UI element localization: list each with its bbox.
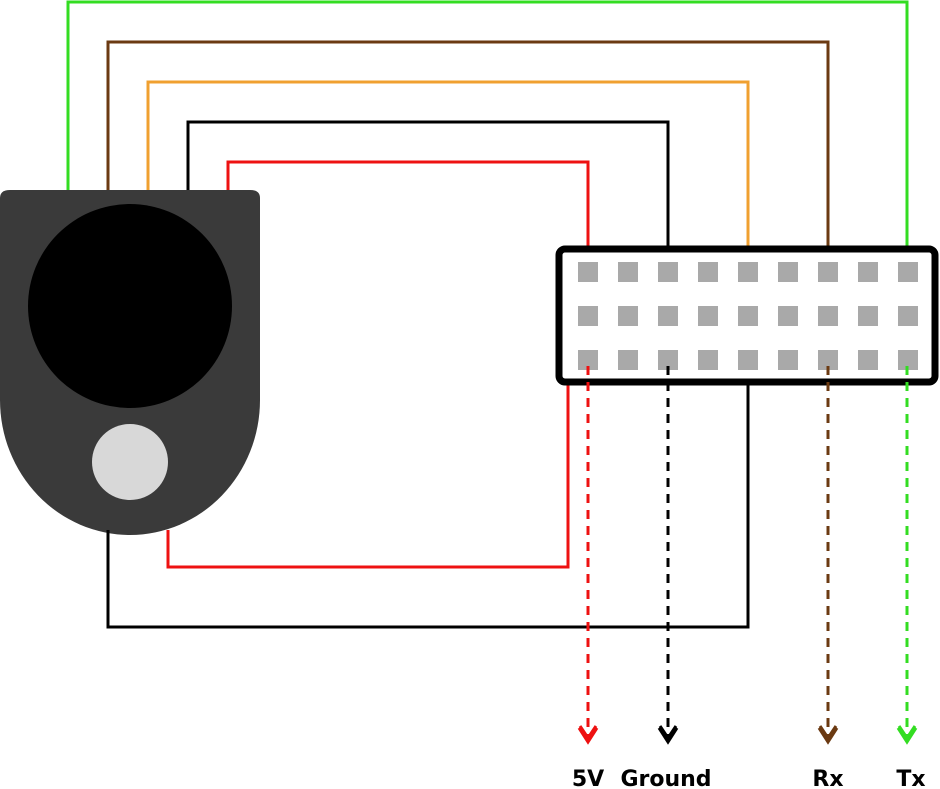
sensor-device	[0, 190, 260, 535]
brown-wire	[106, 40, 830, 270]
header-pin	[658, 262, 678, 282]
header-pin	[618, 350, 638, 370]
header-pin	[698, 262, 718, 282]
label-tx: Tx	[896, 767, 925, 789]
header-pin	[738, 350, 758, 370]
label-ground: Ground	[620, 767, 711, 789]
header-pin	[698, 350, 718, 370]
orange-wire	[146, 80, 750, 270]
header-pin	[578, 350, 598, 370]
header-pin	[778, 262, 798, 282]
header-pin	[818, 350, 838, 370]
header-pin	[658, 350, 678, 370]
arrowhead-ground	[657, 727, 679, 745]
header-pin	[778, 350, 798, 370]
header-pin	[858, 306, 878, 326]
header-pin	[738, 262, 758, 282]
header-pin	[778, 306, 798, 326]
arrowhead-tx	[896, 727, 918, 745]
red-wire-top	[226, 160, 590, 270]
header-pin	[578, 262, 598, 282]
header-pin	[698, 306, 718, 326]
arrow-heads	[577, 727, 918, 745]
black-wire-bottom	[106, 357, 750, 629]
header-pin	[618, 306, 638, 326]
device-button	[92, 424, 168, 500]
header-pin	[858, 262, 878, 282]
header-pin	[618, 262, 638, 282]
device-lens	[28, 204, 232, 408]
label-rx: Rx	[812, 767, 843, 789]
header-pin	[738, 306, 758, 326]
header-pin	[858, 350, 878, 370]
header-pin	[898, 306, 918, 326]
header-pin	[818, 262, 838, 282]
header-pin	[898, 262, 918, 282]
label-5v: 5V	[572, 767, 604, 789]
black-wire-top	[186, 120, 670, 270]
header-pin	[898, 350, 918, 370]
arrowhead-rx	[817, 727, 839, 745]
header-pin	[818, 306, 838, 326]
header-pins	[578, 262, 918, 370]
pin-header	[555, 245, 939, 386]
header-pin	[658, 306, 678, 326]
arrowhead-5v	[577, 727, 599, 745]
green-wire	[66, 0, 909, 270]
header-pin	[578, 306, 598, 326]
